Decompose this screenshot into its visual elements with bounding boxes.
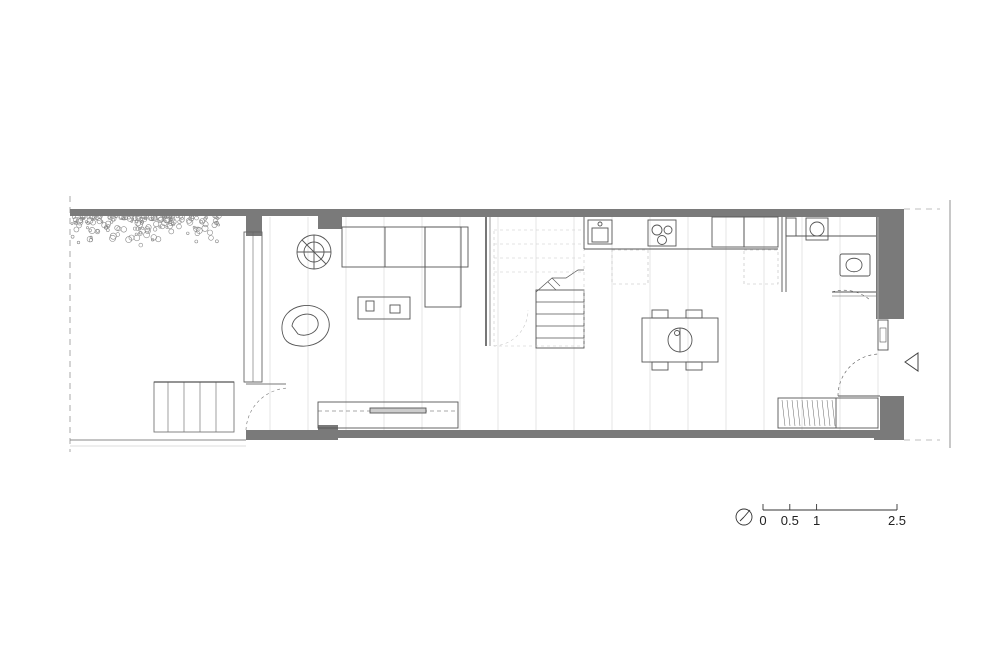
coffee-table xyxy=(357,296,411,320)
north-arrow-icon xyxy=(735,508,753,526)
sofa xyxy=(341,226,469,308)
floor-boards xyxy=(269,217,879,430)
entrance-arrow-icon xyxy=(904,352,919,372)
scale-tick-label: 0 xyxy=(759,513,766,528)
entrance-door xyxy=(837,319,889,397)
exterior-walls xyxy=(70,209,904,440)
media-cabinet xyxy=(317,401,459,429)
scale-tick-label: 2.5 xyxy=(888,513,906,528)
scale-tick-label: 1 xyxy=(813,513,820,528)
street-edge xyxy=(904,200,951,448)
garden-glazing xyxy=(243,231,263,383)
dining-table xyxy=(641,309,719,371)
staircase xyxy=(485,217,585,349)
round-side-table xyxy=(296,234,332,270)
scale-bar: 0 0.5 1 2.5 xyxy=(759,504,906,528)
garden-door xyxy=(245,383,289,431)
kitchen-stools xyxy=(611,249,779,285)
kitchen-counter xyxy=(583,216,779,250)
armchair xyxy=(281,305,330,347)
garden-area xyxy=(69,196,246,452)
garden-steps xyxy=(153,381,235,433)
storage-cabinet xyxy=(777,397,879,429)
bathroom xyxy=(781,217,876,301)
scale-tick-label: 0.5 xyxy=(781,513,799,528)
tree-foliage xyxy=(70,212,222,248)
